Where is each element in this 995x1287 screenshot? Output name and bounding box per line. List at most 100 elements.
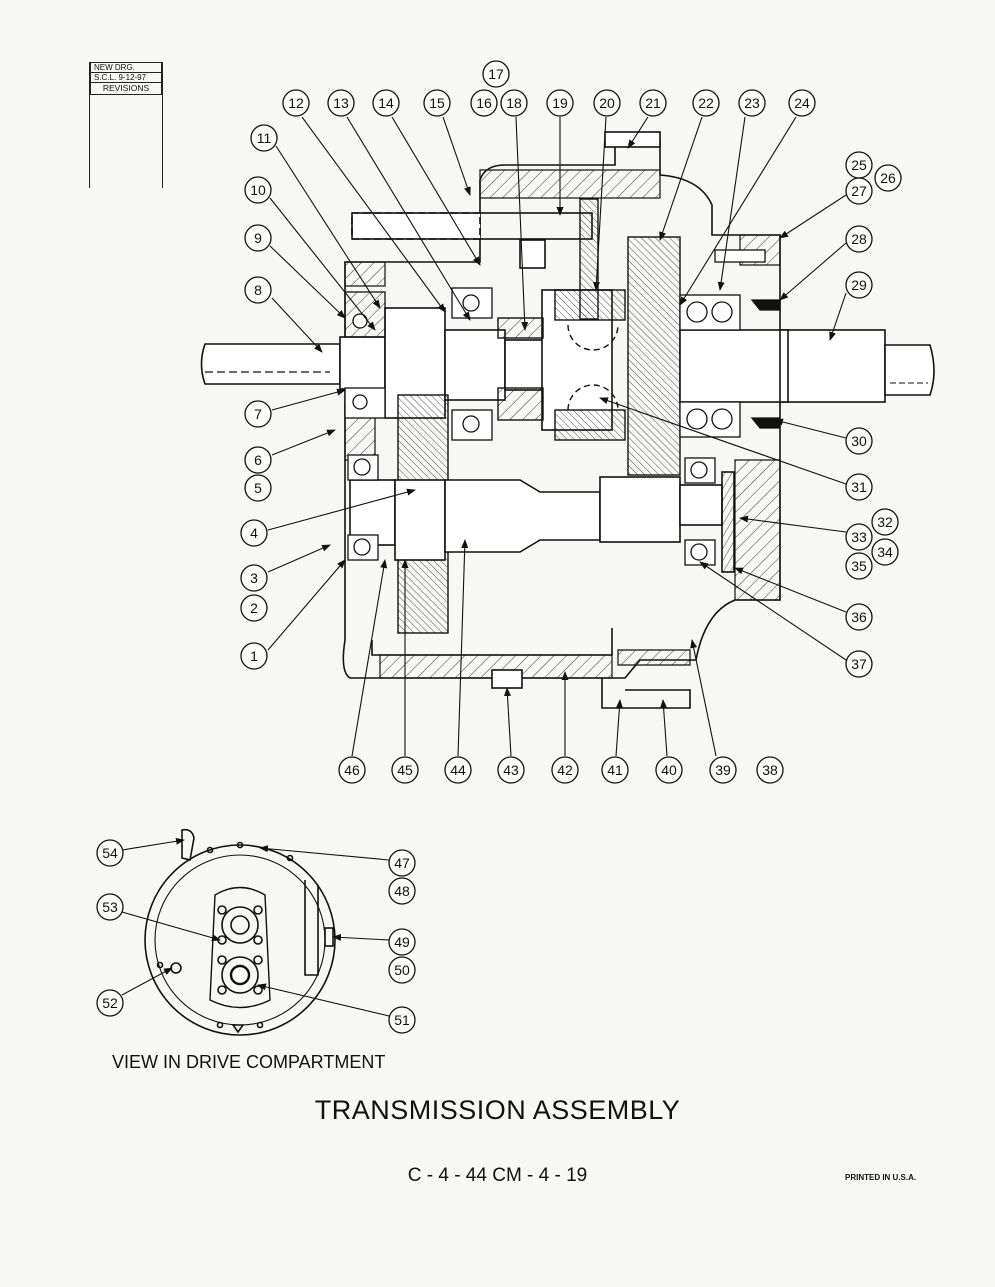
callout-28: 28 [845,225,873,253]
callout-22: 22 [692,89,720,117]
callout-32: 32 [871,508,899,536]
callout-19: 19 [546,89,574,117]
callout-24: 24 [788,89,816,117]
leader-line-6 [271,429,336,456]
callout-43: 43 [497,756,525,784]
callout-36: 36 [845,603,873,631]
callout-11: 11 [250,124,278,152]
leader-line-20 [592,116,607,291]
callout-38: 38 [756,756,784,784]
callout-number: 13 [333,95,349,111]
callout-5: 5 [244,474,272,502]
countershaft [349,471,735,573]
leader-line-23 [717,116,746,291]
leader-line-39 [690,639,717,757]
revision-note-line-2: S.C.L. 9-12-97 [90,72,162,82]
callout-number: 9 [254,230,262,246]
callout-number: 4 [250,525,258,541]
drive-compartment-view [144,828,336,1036]
callout-number: 39 [715,762,731,778]
callout-16: 16 [470,89,498,117]
callout-number: 53 [102,899,118,915]
callout-number: 46 [344,762,360,778]
callout-number: 52 [102,995,118,1011]
callout-number: 41 [607,762,623,778]
callout-number: 43 [503,762,519,778]
callout-number: 29 [851,277,867,293]
callout-number: 38 [762,762,778,778]
callout-number: 11 [257,130,272,146]
callout-number: 30 [851,433,867,449]
leader-line-7 [271,388,346,411]
callout-number: 5 [254,480,262,496]
callout-20: 20 [593,89,621,117]
leader-line-4 [267,488,416,531]
leader-line-52 [121,967,173,996]
leader-line-22 [659,116,703,241]
output-shaft [679,329,935,403]
callout-number: 45 [397,762,413,778]
callout-39: 39 [709,756,737,784]
callout-number: 21 [645,95,661,111]
callout-number: 14 [378,95,394,111]
page-reference: C - 4 - 44 CM - 4 - 19 [407,1165,588,1186]
callout-number: 28 [851,231,867,247]
leader-line-8 [271,297,323,353]
callout-number: 20 [599,95,615,111]
callout-number: 47 [394,855,410,871]
callout-27: 27 [845,177,873,205]
leader-line-24 [679,116,797,306]
leader-line-53 [121,911,221,942]
callout-number: 26 [880,170,896,186]
callout-number: 6 [254,452,262,468]
callout-40: 40 [655,756,683,784]
callout-3: 3 [240,564,268,592]
leader-line-1 [267,559,346,651]
callout-number: 2 [250,600,258,616]
callout-51: 51 [388,1006,416,1034]
callout-number: 12 [288,95,304,111]
bearings [344,249,781,566]
revision-note-line-1: NEW DRG. [90,62,162,72]
callout-47: 47 [388,849,416,877]
callout-50: 50 [388,956,416,984]
callout-number: 16 [476,95,492,111]
callout-26: 26 [874,164,902,192]
callout-number: 48 [394,883,410,899]
revisions-label: REVISIONS [90,82,162,95]
leader-line-46 [351,559,388,757]
leader-line-41 [615,699,623,757]
callout-23: 23 [738,89,766,117]
callout-number: 50 [394,962,410,978]
callout-number: 24 [794,95,810,111]
callout-number: 51 [394,1012,410,1028]
callout-21: 21 [639,89,667,117]
callout-2: 2 [240,594,268,622]
callout-number: 42 [557,762,573,778]
callout-41: 41 [601,756,629,784]
callout-18: 18 [500,89,528,117]
callout-number: 34 [877,544,893,560]
leader-line-12 [301,116,446,313]
callout-10: 10 [244,176,272,204]
callout-number: 44 [450,762,466,778]
revision-block: NEW DRG. S.C.L. 9-12-97 REVISIONS [89,62,163,188]
callout-number: 23 [744,95,760,111]
callout-number: 10 [250,182,266,198]
leader-line-3 [267,544,331,573]
leader-line-21 [627,116,649,149]
callout-44: 44 [444,756,472,784]
leader-line-47 [259,845,390,861]
callout-number: 40 [661,762,677,778]
callout-number: 54 [102,845,118,861]
leader-line-37 [699,561,847,661]
leader-line-30 [774,418,847,439]
callout-14: 14 [372,89,400,117]
callout-45: 45 [391,756,419,784]
callout-number: 37 [851,656,867,672]
leader-line-9 [269,245,346,319]
callout-8: 8 [244,276,272,304]
callout-17: 17 [482,60,510,88]
